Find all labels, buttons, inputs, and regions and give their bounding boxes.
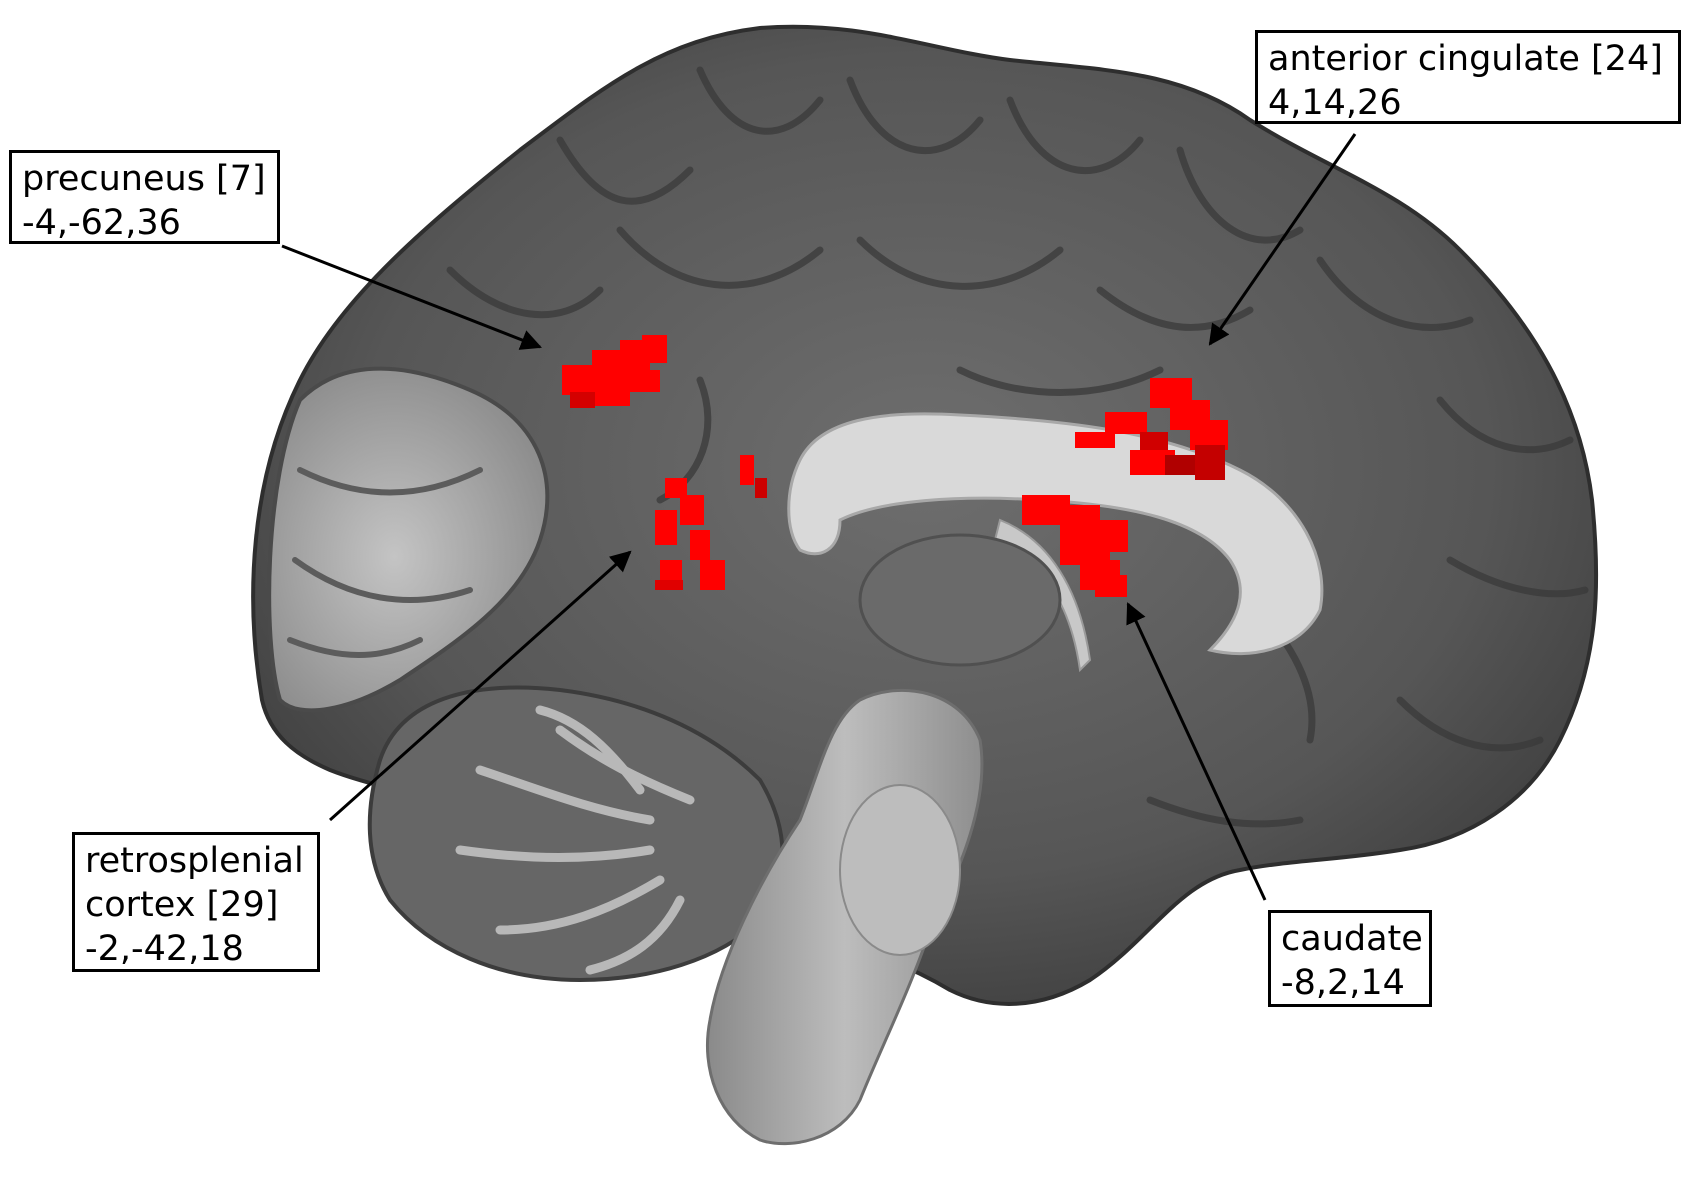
occipital-folds: [287, 467, 483, 658]
arrow-retrosplenial-cortex: [329, 550, 632, 822]
callout-anterior-cingulate: anterior cingulate [24] 4,14,26: [1255, 30, 1681, 124]
callout-caudate: caudate -8,2,14: [1268, 910, 1432, 1007]
thalamus: [858, 533, 1062, 667]
arrow-caudate: [1126, 602, 1267, 901]
callout-precuneus: precuneus [7] -4,-62,36: [9, 150, 280, 244]
occipital-lobe: [267, 366, 550, 713]
anterior-cingulate-coords: 4,14,26: [1268, 83, 1402, 123]
anterior-cingulate-label: anterior cingulate [24]: [1268, 39, 1663, 79]
activation-caudate: [1022, 495, 1128, 597]
callout-retrosplenial-cortex: retrosplenial cortex [29] -2,-42,18: [72, 832, 320, 972]
activation-anterior-cingulate: [1075, 378, 1228, 480]
arbor-vitae: [455, 705, 695, 975]
caudate-label: caudate: [1281, 919, 1423, 959]
retrosplenial-label-line1: retrosplenial: [85, 841, 304, 881]
arrow-anterior-cingulate: [1208, 133, 1357, 346]
precuneus-label: precuneus [7]: [22, 159, 266, 199]
arrow-precuneus: [281, 244, 542, 350]
activation-precuneus: [562, 335, 667, 408]
retrosplenial-label-line2: cortex [29]: [85, 885, 279, 925]
precuneus-coords: -4,-62,36: [22, 203, 181, 243]
leader-arrows: [281, 133, 1357, 901]
activation-retrosplenial-cortex: [655, 455, 767, 590]
retrosplenial-coords: -2,-42,18: [85, 929, 244, 969]
caudate-coords: -8,2,14: [1281, 963, 1405, 1003]
pons: [839, 784, 961, 956]
